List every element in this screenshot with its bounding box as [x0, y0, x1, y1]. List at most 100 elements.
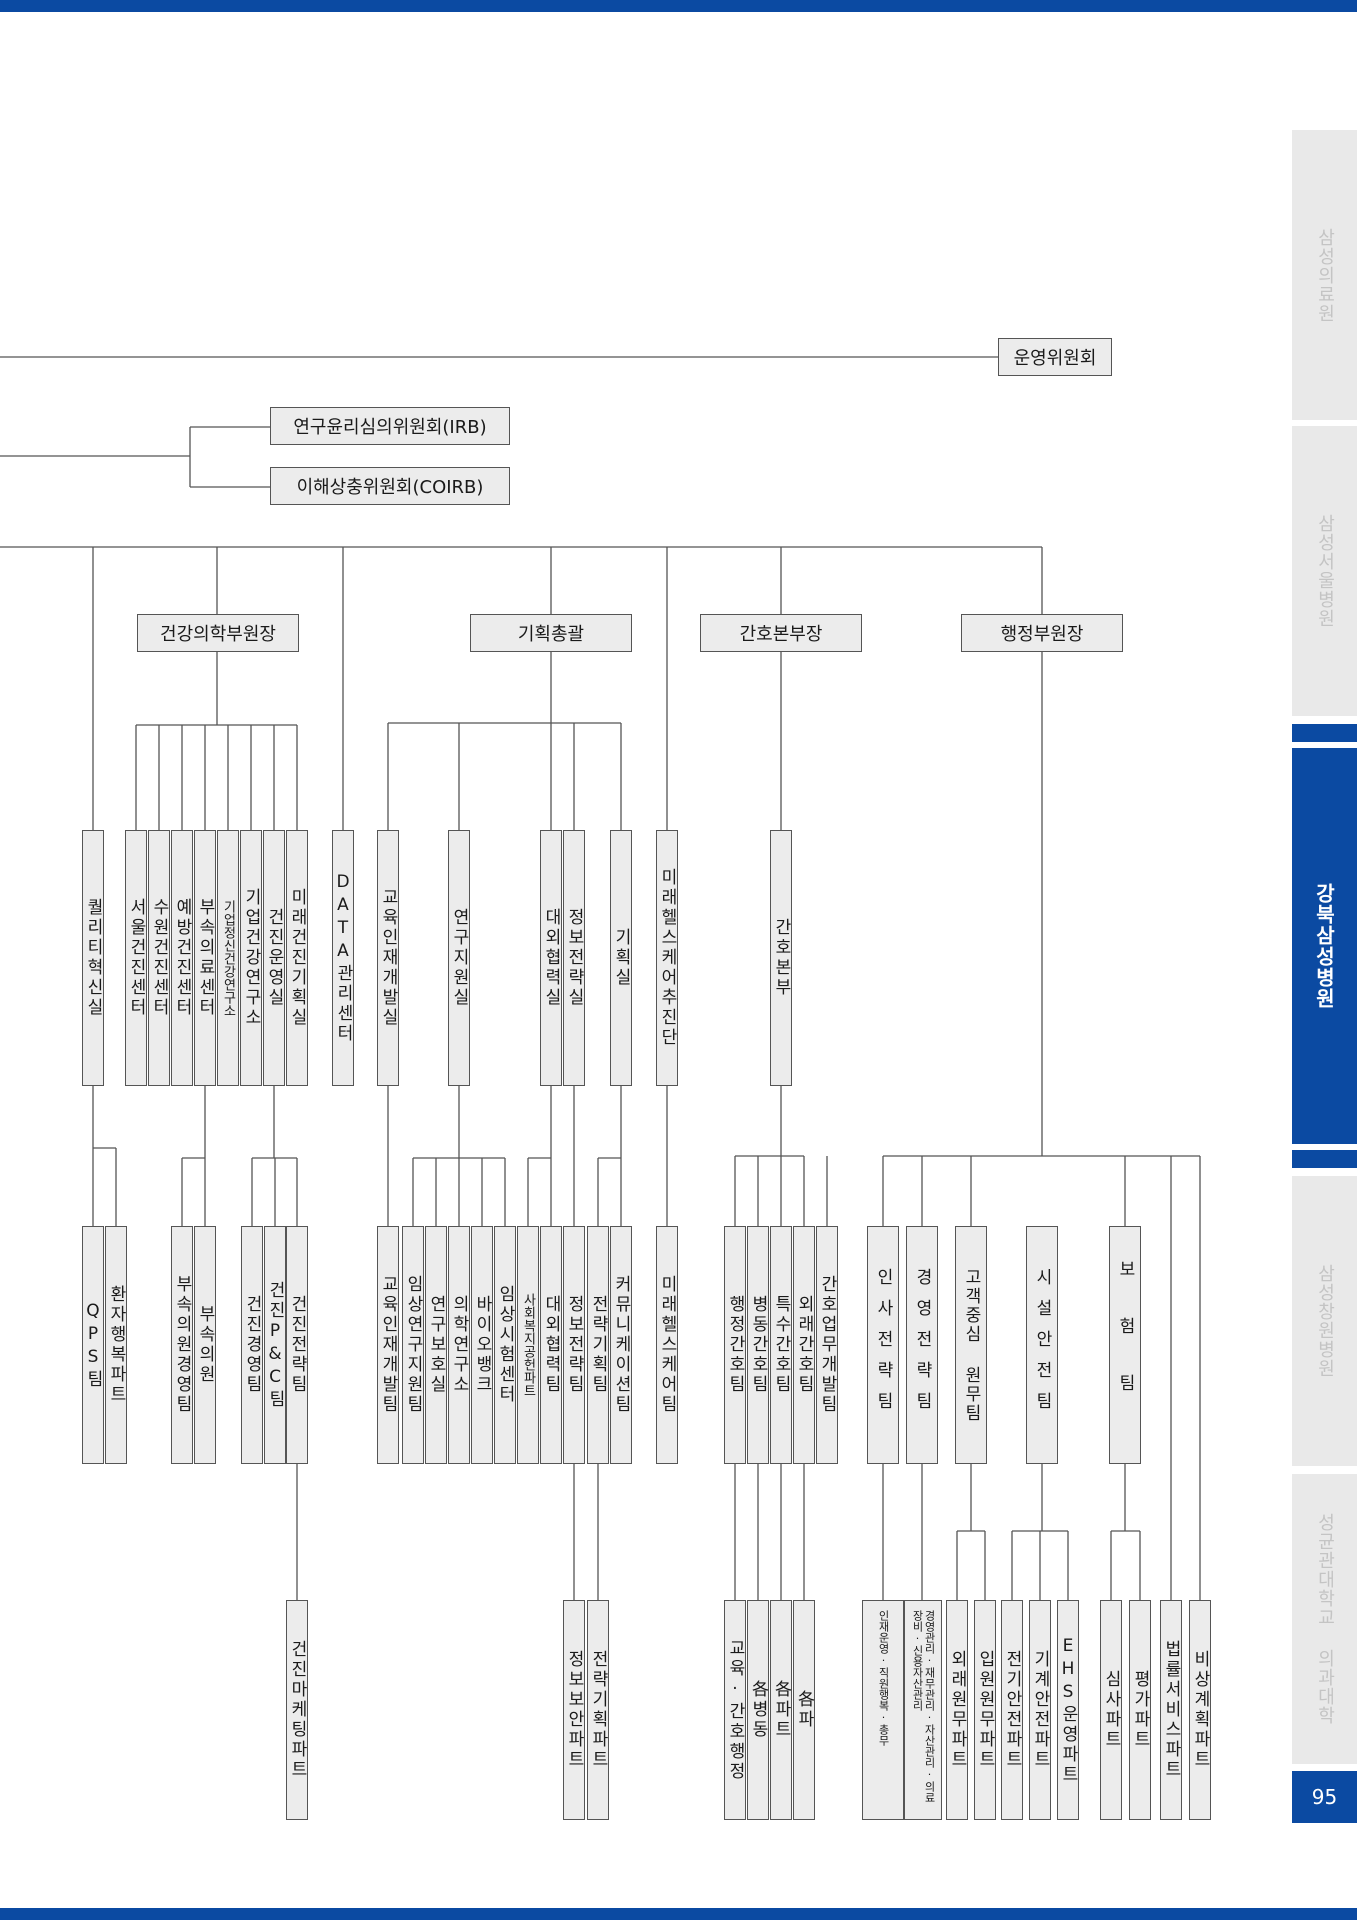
sidebar-tab-samsung-medical[interactable]: 삼성의료원: [1292, 130, 1357, 420]
coirb-committee-box: 이해상충위원회(COIRB): [270, 467, 510, 505]
unit-checkup-ops-label: 건진운영실: [264, 908, 284, 1008]
unit-edu-talent: 교육인재개발실: [377, 830, 399, 1086]
unit-future-health-group: 미래헬스케어추진단: [656, 830, 678, 1086]
sidebar-tab-kangbuk-samsung[interactable]: 강북삼성병원: [1292, 748, 1357, 1144]
part-electric-safety-label: 전기안전파트: [1002, 1650, 1022, 1770]
team-nursing-admin: 행정간호팀: [724, 1226, 746, 1464]
sidebar-active-strip-bottom: [1292, 1150, 1357, 1168]
unit-corp-mental: 기업정신건강연구소: [217, 830, 239, 1086]
team-checkup-pc: 건진P&C팀: [264, 1226, 286, 1464]
team-clinic-mgmt-label: 부속의원경영팀: [172, 1275, 192, 1415]
team-checkup-strategy-label: 건진전략팀: [287, 1295, 307, 1395]
part-info-security-label: 정보보안파트: [564, 1650, 584, 1770]
team-mgmt-strategy: 경영전략팀: [906, 1226, 938, 1464]
team-cs-admin: 고객중심 원무팀: [955, 1226, 987, 1464]
org-chart-connectors: [0, 356, 1201, 1600]
unit-corp-health: 기업건강연구소: [240, 830, 262, 1086]
sidebar-tab-samsung-changwon[interactable]: 삼성창원병원: [1292, 1176, 1357, 1466]
part-ehs-label: EHS운영파트: [1058, 1635, 1078, 1785]
admin-vp-box: 행정부원장: [961, 614, 1123, 652]
nursing-head-box: 간호본부장: [700, 614, 862, 652]
part-each: 各파트: [770, 1600, 792, 1820]
unit-planning-office: 기획실: [610, 830, 632, 1086]
team-facility-safety-label: 시설안전팀: [1032, 1267, 1052, 1423]
sidebar-tab-skku-medicine[interactable]: 성균관대학교 의과대학: [1292, 1474, 1357, 1764]
sidebar-tab-samsung-seoul[interactable]: 삼성서울병원: [1292, 426, 1357, 716]
top-brand-bar: [0, 0, 1357, 12]
part-ehs: EHS운영파트: [1057, 1600, 1079, 1820]
unit-corp-health-label: 기업건강연구소: [241, 888, 261, 1028]
team-special-nursing: 특수간호팀: [770, 1226, 792, 1464]
team-clinical-support: 임상연구지원팀: [402, 1226, 424, 1464]
page-number-label: 95: [1311, 1785, 1338, 1809]
part-pa: 各파: [793, 1600, 815, 1820]
team-info: 정보전략팀: [563, 1226, 585, 1464]
operating-committee-box: 운영위원회: [998, 338, 1112, 376]
team-clinic: 부속의원: [194, 1226, 216, 1464]
unit-clinic-center-label: 부속의료센터: [195, 898, 215, 1018]
team-nursing-admin-label: 행정간호팀: [725, 1295, 745, 1395]
unit-clinic-center: 부속의료센터: [194, 830, 216, 1086]
part-legal-label: 법률서비스파트: [1161, 1640, 1181, 1780]
team-checkup-mgmt-label: 건진경영팀: [242, 1295, 262, 1395]
part-electric-safety: 전기안전파트: [1001, 1600, 1023, 1820]
unit-info-strategy-label: 정보전략실: [564, 908, 584, 1008]
unit-corp-mental-label: 기업정신건강연구소: [220, 899, 236, 1017]
part-strategy-label: 전략기획파트: [588, 1650, 608, 1770]
team-edu-dev-label: 교육인재개발팀: [378, 1275, 398, 1415]
unit-prevent-center-label: 예방건진센터: [172, 898, 192, 1018]
team-insurance: 보험팀: [1109, 1226, 1141, 1464]
planning-head-box: 기획총괄: [470, 614, 632, 652]
team-checkup-mgmt: 건진경영팀: [241, 1226, 263, 1464]
team-clinical-protect-label: 연구보호실: [426, 1295, 446, 1395]
unit-checkup-ops: 건진운영실: [263, 830, 285, 1086]
team-outpatient-nursing: 외래간호팀: [793, 1226, 815, 1464]
bottom-brand-bar: [0, 1908, 1357, 1920]
team-external: 대외협력팀: [540, 1226, 562, 1464]
team-social-welfare: 사회복지공헌파트: [517, 1226, 539, 1464]
team-clinical-trial-label: 임상시험센터: [495, 1285, 515, 1405]
team-cs-admin-label: 고객중심 원무팀: [961, 1267, 981, 1423]
team-clinical-support-label: 임상연구지원팀: [403, 1275, 423, 1415]
team-clinic-label: 부속의원: [195, 1305, 215, 1385]
page-number: 95: [1292, 1771, 1357, 1823]
unit-planning-office-label: 기획실: [611, 928, 631, 988]
unit-future-checkup: 미래건진기획실: [286, 830, 308, 1086]
team-ward-nursing: 병동간호팀: [747, 1226, 769, 1464]
part-each-label: 各파트: [771, 1680, 791, 1740]
part-edu-nursing-admin: 교육·간호행정: [724, 1600, 746, 1820]
part-evaluation: 평가파트: [1129, 1600, 1151, 1820]
health-medicine-vp-label: 건강의학부원장: [160, 624, 276, 645]
part-finance: 경영관리·재무관리·자산관리·의료장비·신용자산관리: [904, 1600, 942, 1820]
irb-committee-box: 연구윤리심의위원회(IRB): [270, 407, 510, 445]
team-comm: 커뮤니케이션팀: [610, 1226, 632, 1464]
team-qps: QPS팀: [82, 1226, 104, 1464]
unit-seoul-center-label: 서울건진센터: [126, 898, 146, 1018]
unit-data-center: DATA관리센터: [332, 830, 354, 1086]
unit-edu-talent-label: 교육인재개발실: [378, 888, 398, 1028]
team-clinical-protect: 연구보호실: [425, 1226, 447, 1464]
unit-future-health-group-label: 미래헬스케어추진단: [657, 868, 677, 1048]
team-ward-nursing-label: 병동간호팀: [748, 1295, 768, 1395]
team-patient-happy: 환자행복파트: [105, 1226, 127, 1464]
part-checkup-marketing: 건진마케팅파트: [286, 1600, 308, 1820]
sidebar-tab-label: 삼성서울병원: [1314, 514, 1336, 628]
unit-suwon-center: 수원건진센터: [148, 830, 170, 1086]
team-hr-strategy-label: 인사전략팀: [873, 1267, 893, 1423]
team-hr-strategy: 인사전략팀: [867, 1226, 899, 1464]
unit-qi: 퀄리티혁신실: [82, 830, 104, 1086]
sidebar-tab-label: 강북삼성병원: [1312, 883, 1336, 1009]
part-emergency: 비상계획파트: [1189, 1600, 1211, 1820]
sidebar-tab-label: 삼성의료원: [1314, 227, 1336, 323]
team-mgmt-strategy-label: 경영전략팀: [912, 1267, 932, 1423]
team-future-health: 미래헬스케어팀: [656, 1226, 678, 1464]
operating-committee-label: 운영위원회: [1013, 348, 1097, 369]
part-finance-label: 경영관리·재무관리·자산관리·의료장비·신용자산관리: [911, 1610, 936, 1803]
irb-committee-label: 연구윤리심의위원회(IRB): [293, 417, 487, 438]
unit-external: 대외협력실: [540, 830, 562, 1086]
part-mech-safety: 기계안전파트: [1029, 1600, 1051, 1820]
unit-research-support-label: 연구지원실: [449, 908, 469, 1008]
unit-external-label: 대외협력실: [541, 908, 561, 1008]
team-edu-dev: 교육인재개발팀: [377, 1226, 399, 1464]
part-inpatient-admin: 입원원무파트: [974, 1600, 996, 1820]
